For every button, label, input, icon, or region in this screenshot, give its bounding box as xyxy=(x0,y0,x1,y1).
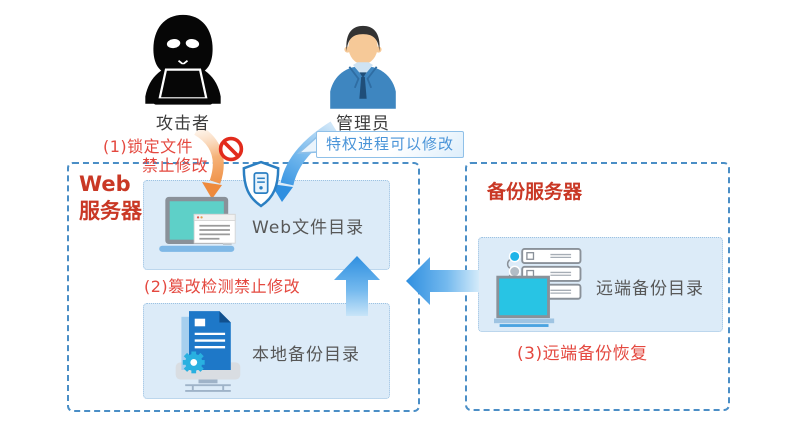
web-server-title-line2: 服务器 xyxy=(79,199,142,223)
backup-server-title: 备份服务器 xyxy=(487,181,583,203)
step1-annotation: (1)锁定文件 禁止修改 xyxy=(103,137,208,175)
attacker-label: 攻击者 xyxy=(156,114,210,134)
remote-backup-label: 远端备份目录 xyxy=(596,279,704,299)
no-entry-icon xyxy=(218,136,244,162)
hacker-hood-laptop-icon xyxy=(145,14,221,105)
privileged-note-text: 特权进程可以修改 xyxy=(325,135,454,153)
web-server-title-line1: Web xyxy=(79,172,131,196)
server-rack-monitor-icon xyxy=(494,247,582,327)
laptop-window-icon xyxy=(159,196,236,252)
web-dir-label: Web文件目录 xyxy=(252,218,365,238)
admin-person-icon xyxy=(330,25,396,109)
step1-line2: 禁止修改 xyxy=(142,156,209,175)
admin-label: 管理员 xyxy=(336,114,390,134)
local-backup-label: 本地备份目录 xyxy=(252,345,360,365)
step2-annotation: (2)篡改检测禁止修改 xyxy=(144,277,301,296)
step1-line1: (1)锁定文件 xyxy=(103,137,194,156)
shield-server-icon xyxy=(242,160,280,208)
web-server-title: Web 服务器 xyxy=(79,171,142,225)
step3-annotation: (3)远端备份恢复 xyxy=(517,344,648,364)
document-gear-icon xyxy=(175,311,241,392)
local-backup-panel xyxy=(143,303,390,399)
privileged-note-callout: 特权进程可以修改 xyxy=(316,131,464,158)
